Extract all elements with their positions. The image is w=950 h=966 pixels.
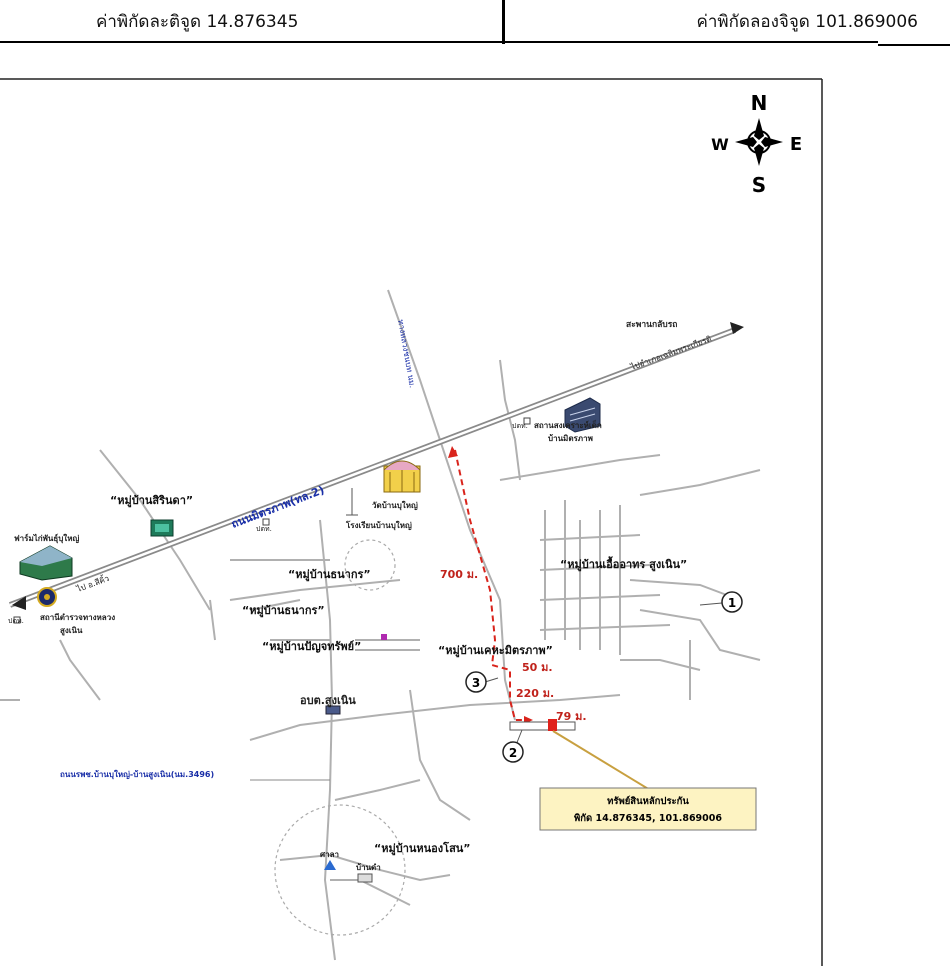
marker-1: 1 [699,591,743,613]
latitude-label: ค่าพิกัดละติจูด 14.876345 [96,12,299,32]
gas-top-label: ปตท. [512,422,528,430]
village-sign-icon [150,519,174,537]
gas-left-label: ปตท. [8,617,24,625]
south-road-label: ถนนรพช.บ้านบุใหญ่-บ้านสูงเนิน(นม.3496) [60,769,214,780]
north-road-label: ทางหลวงชนบท นม. [396,319,417,389]
village-thanakorn-1: “หมู่บ้านธนากร” [288,568,371,582]
distance-50: 50 ม. [522,661,553,674]
village-khet-mittraphap: “หมู่บ้านเคหะมิตรภาพ” [438,644,553,658]
svg-text:3: 3 [472,676,480,690]
compass-w: W [711,135,729,154]
highway-label: ถนนมิตรภาพ(ทล.2) [229,483,326,530]
village-uea-athon: “หมู่บ้านเอื้ออาทร สูงเนิน” [560,556,687,572]
farm-icon [19,545,73,581]
distance-700: 700 ม. [440,568,478,581]
compass-e: E [790,134,802,155]
minor-roads [0,289,761,961]
svg-text:2: 2 [509,746,517,760]
school-icon [346,488,358,516]
property-callout: ทรัพย์สินหลักประกัน พิกัด 14.876345, 101… [539,787,757,831]
compass-n: N [751,91,768,115]
purple-marker-icon [381,634,387,640]
police-label-1: สถานีตำรวจทางหลวง [40,612,115,622]
property-marker [509,719,651,791]
header-underline [0,41,878,43]
sala-label: ศาลา [320,850,339,859]
gas-station-icons [13,417,531,624]
village-thanakorn-2: “หมู่บ้านธนากร” [242,604,325,618]
school-label: โรงเรียนบ้านบุใหญ่ [345,520,412,531]
distance-labels: 700 ม. 50 ม. 220 ม. 79 ม. [440,568,587,723]
daycare-label-1: สถานสงเคราะห์เด็ก [534,419,602,430]
svg-text:1: 1 [728,596,736,610]
marker-2: 2 [502,729,524,763]
abt-label: อบต.สูงเนิน [300,694,356,708]
distance-220: 220 ม. [516,687,554,700]
distance-79: 79 ม. [556,710,587,723]
sala-icon [324,860,336,870]
map-frame [0,78,823,966]
house-label: บ้านดำ [356,862,381,872]
longitude-label: ค่าพิกัดลองจิจูด 101.869006 [696,12,919,32]
header-divider [502,0,505,44]
village-nong-sano: “หมู่บ้านหนองโสน” [374,841,471,856]
police-label-2: สูงเนิน [60,626,83,636]
wat-label: วัดบ้านบุใหญ่ [372,500,418,511]
temple-icon [383,460,421,493]
callout-line2: พิกัด 14.876345, 101.869006 [574,813,722,824]
marker-3: 3 [465,671,499,693]
farm-label: ฟาร์มไก่พันธุ์บุใหญ่ [14,533,79,544]
coordinate-header: ค่าพิกัดละติจูด 14.876345 ค่าพิกัดลองจิจ… [0,0,950,46]
village-sirinda: “หมู่บ้านสิรินดา” [110,494,193,508]
daycare-label-2: บ้านมิตรภาพ [548,433,593,443]
callout-line1: ทรัพย์สินหลักประกัน [607,795,689,807]
police-badge-icon [37,587,57,607]
compass-s: S [752,173,766,197]
access-route [454,449,530,721]
house-icon [357,873,373,883]
compass-rose: N S E W [711,91,802,197]
village-area-circles [274,539,406,936]
header-underline-right [878,44,950,46]
gas-mid-label: ปตท. [256,525,272,533]
to-chaloem-label: ไปอำเภอเฉลิมพระเกียรติ [629,334,713,372]
building-icon [564,397,601,433]
bridge-label: สะพานกลับรถ [626,319,677,330]
abt-office-icon [325,705,341,715]
main-highway [8,322,744,610]
route-arrows [448,446,533,724]
village-panya: “หมู่บ้านปัญจทรัพย์” [262,640,361,654]
